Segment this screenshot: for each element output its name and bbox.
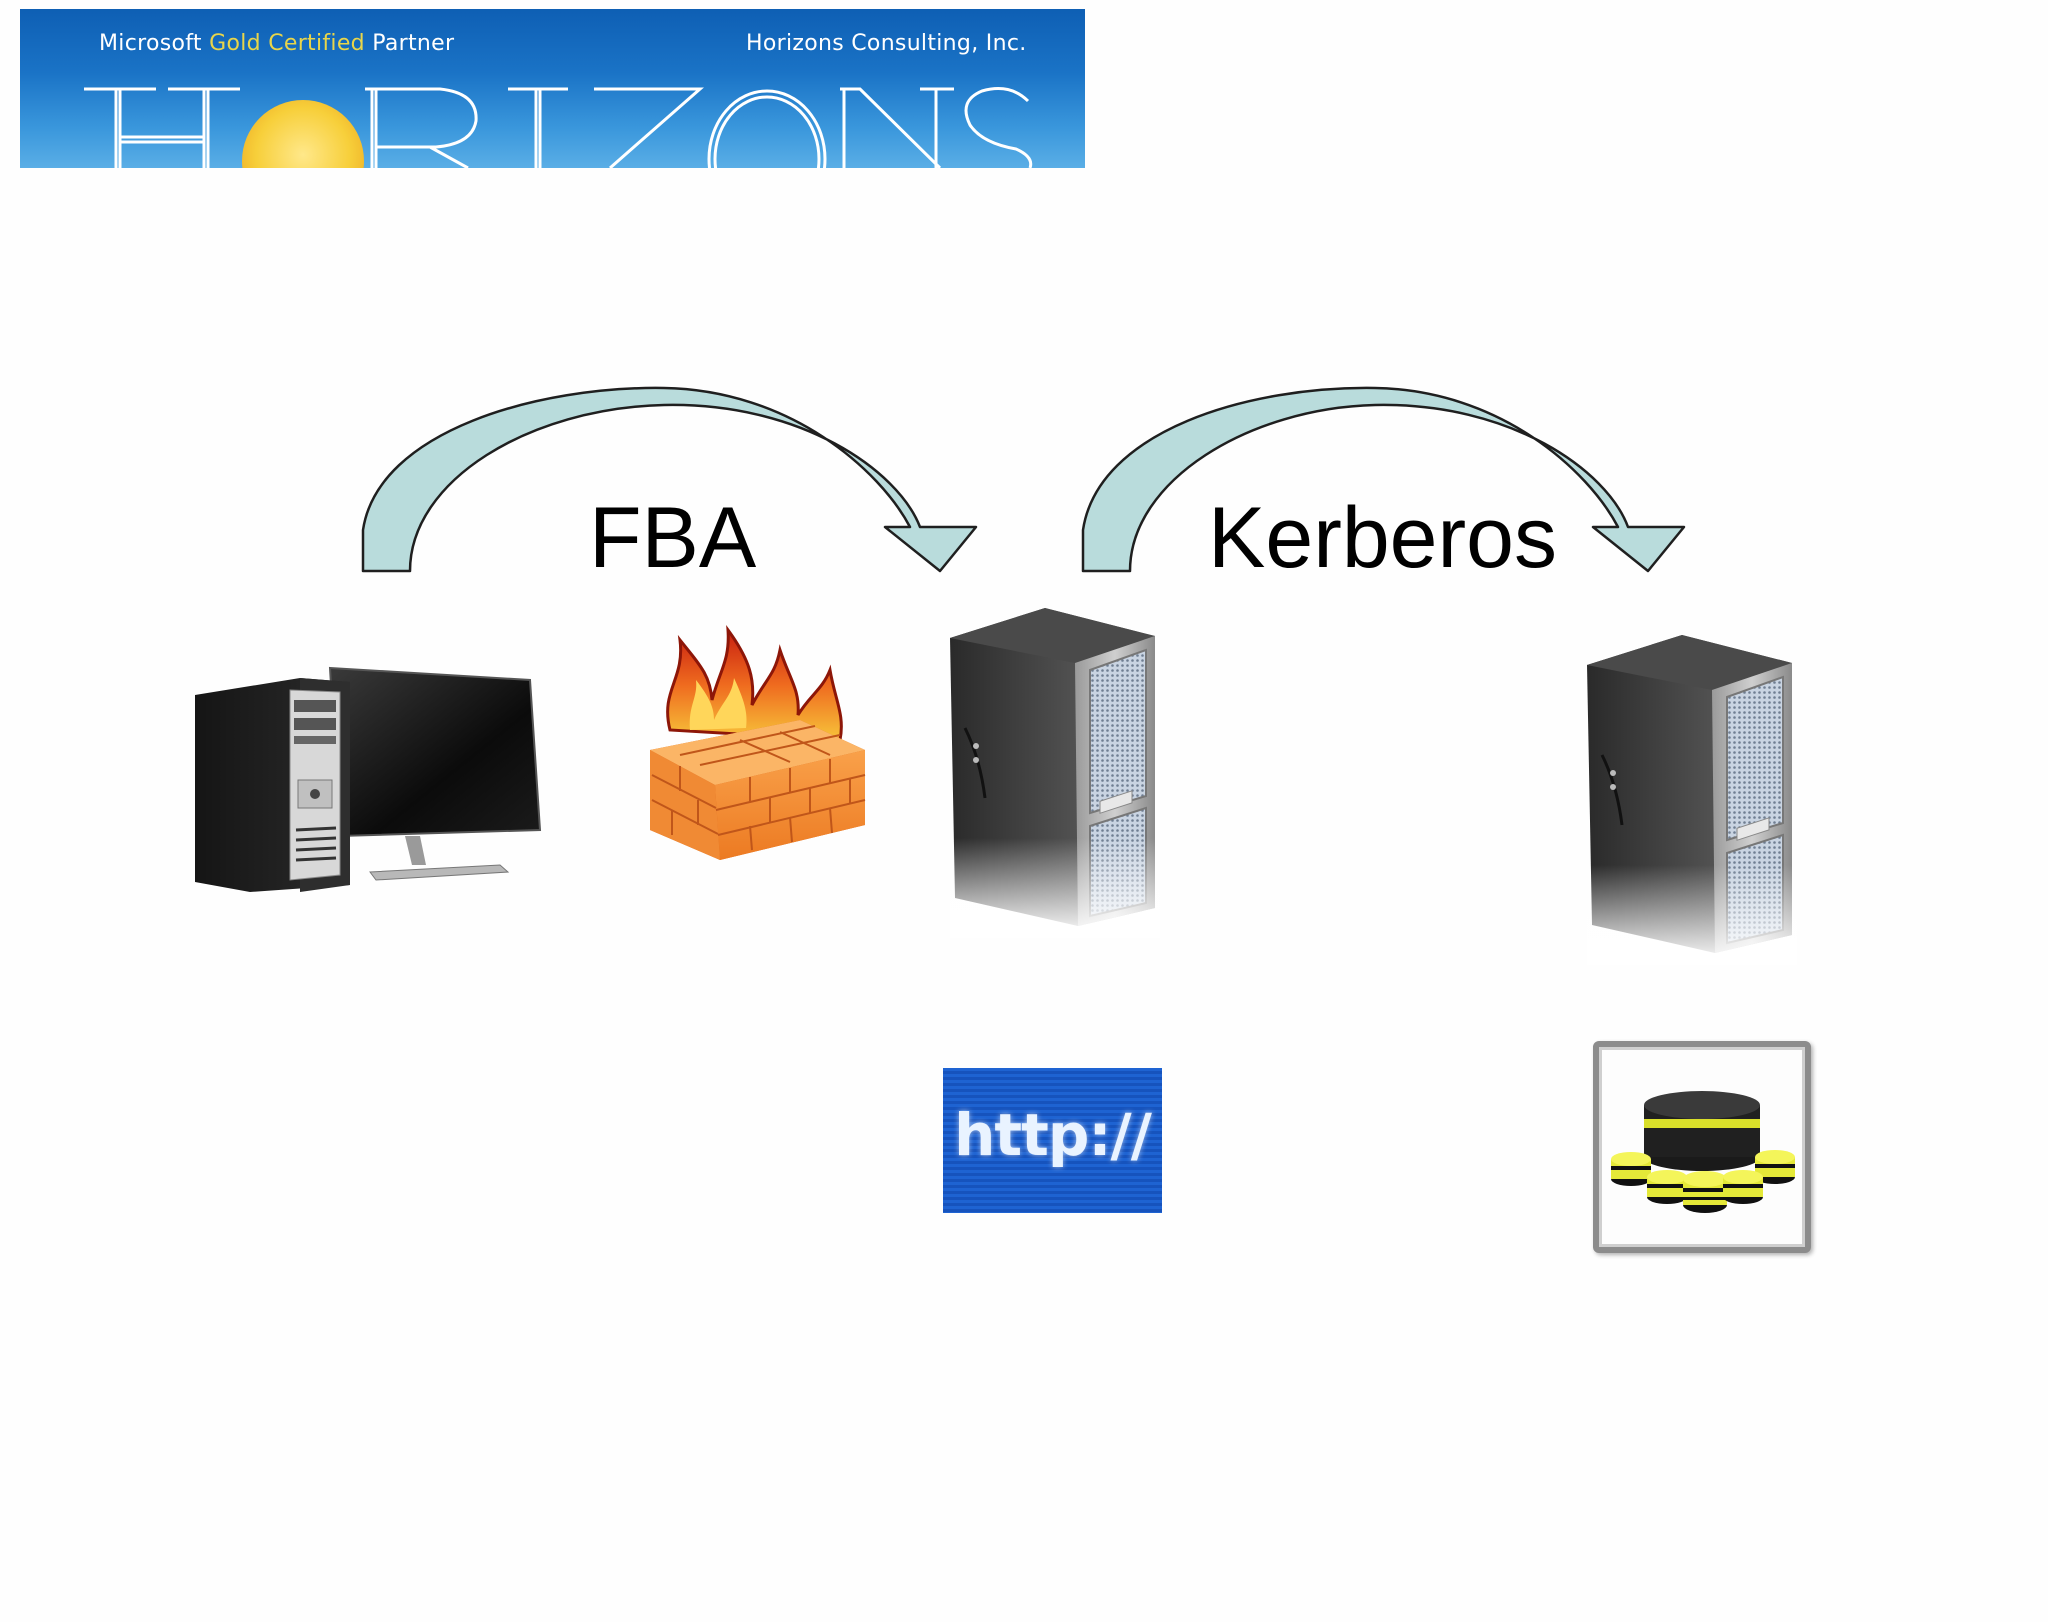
kerberos-label: Kerberos	[1208, 490, 1557, 586]
sun-icon	[242, 100, 364, 168]
header-banner: Microsoft Gold Certified Partner Horizon…	[20, 9, 1085, 168]
company-name: Horizons Consulting, Inc.	[746, 31, 1027, 56]
server-tower-icon	[1587, 635, 1797, 965]
server-tower-icon	[950, 608, 1160, 938]
database-cluster-icon	[1611, 1091, 1795, 1213]
http-badge-text: http://	[954, 1100, 1152, 1169]
kerberos-arrow	[1081, 386, 1686, 573]
partner-prefix: Microsoft	[99, 31, 202, 56]
fba-label: FBA	[589, 490, 757, 586]
firewall-icon	[650, 624, 866, 860]
database-frame	[1593, 1041, 1811, 1253]
horizons-logo	[84, 87, 1033, 168]
partner-highlight: Gold Certified	[209, 31, 365, 56]
partner-suffix: Partner	[372, 31, 455, 56]
desktop-computer-icon	[195, 666, 542, 892]
partner-tagline: Microsoft Gold Certified Partner	[99, 31, 454, 56]
fba-arrow	[361, 386, 978, 573]
http-badge: http://	[943, 1068, 1162, 1213]
